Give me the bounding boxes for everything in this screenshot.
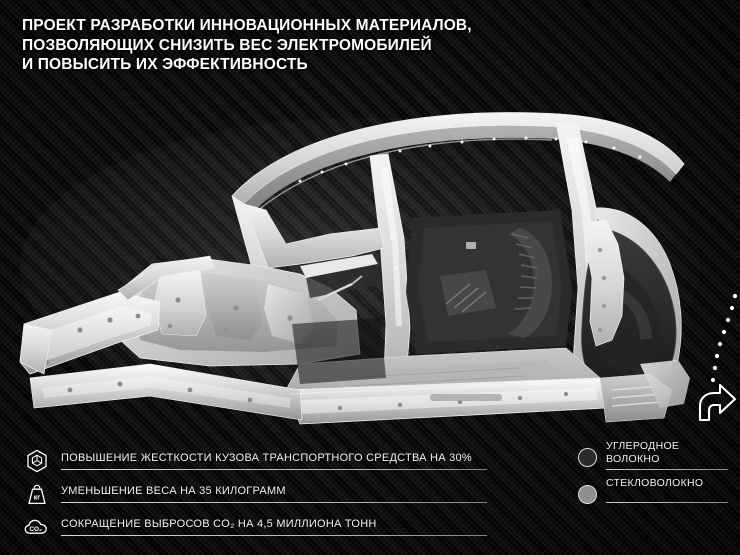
stat-divider [61,468,487,470]
car-body-illustration [0,78,740,448]
legend-swatch-fiberglass [578,485,597,504]
materials-legend: УГЛЕРОДНОЕ ВОЛОКНО СТЕКЛОВОЛОКНО [578,440,728,504]
legend-divider [606,502,728,503]
legend-label-carbon-fiber-line2: ВОЛОКНО [606,453,660,465]
stat-label-emissions: СОКРАЩЕНИЕ ВЫБРОСОВ CO₂ НА 4,5 МИЛЛИОНА … [61,517,377,530]
forward-arrow-icon [698,383,737,422]
stat-row-weight: кг УМЕНЬШЕНИЕ ВЕСА НА 35 КИЛОГРАММ [22,481,487,506]
stats-list: ПОВЫШЕНИЕ ЖЕСТКОСТИ КУЗОВА ТРАНСПОРТНОГО… [22,448,487,539]
stat-row-emissions: CO₂ СОКРАЩЕНИЕ ВЫБРОСОВ CO₂ НА 4,5 МИЛЛИ… [22,514,487,539]
stat-label-stiffness: ПОВЫШЕНИЕ ЖЕСТКОСТИ КУЗОВА ТРАНСПОРТНОГО… [61,451,472,464]
title-line-2: ПОЗВОЛЯЮЩИХ СНИЗИТЬ ВЕС ЭЛЕКТРОМОБИЛЕЙ [22,36,432,54]
svg-text:кг: кг [34,494,41,501]
legend-label-carbon-fiber-line1: УГЛЕРОДНОЕ [606,440,680,452]
co2-cloud-icon: CO₂ [22,514,52,539]
stat-label-weight: УМЕНЬШЕНИЕ ВЕСА НА 35 КИЛОГРАММ [61,484,286,497]
title-line-3: И ПОВЫСИТЬ ИХ ЭФФЕКТИВНОСТЬ [22,56,308,73]
stat-row-stiffness: ПОВЫШЕНИЕ ЖЕСТКОСТИ КУЗОВА ТРАНСПОРТНОГО… [22,448,487,473]
pointer-arrow-group [688,292,740,432]
title-line-1: ПРОЕКТ РАЗРАБОТКИ ИННОВАЦИОННЫХ МАТЕРИАЛ… [22,17,472,34]
svg-text:CO₂: CO₂ [29,526,42,533]
legend-item-fiberglass: СТЕКЛОВОЛОКНО [578,477,728,504]
page-title: ПРОЕКТ РАЗРАБОТКИ ИННОВАЦИОННЫХ МАТЕРИАЛ… [22,16,582,75]
legend-label-fiberglass: СТЕКЛОВОЛОКНО [606,477,704,489]
cube-hexagon-icon [22,448,52,473]
legend-item-carbon-fiber: УГЛЕРОДНОЕ ВОЛОКНО [578,440,728,470]
dotted-trail-icon [710,293,738,383]
legend-swatch-carbon-fiber [578,448,597,467]
legend-divider [606,469,728,470]
stat-divider [61,501,487,503]
weight-kg-icon: кг [22,481,52,506]
stat-divider [61,534,487,536]
